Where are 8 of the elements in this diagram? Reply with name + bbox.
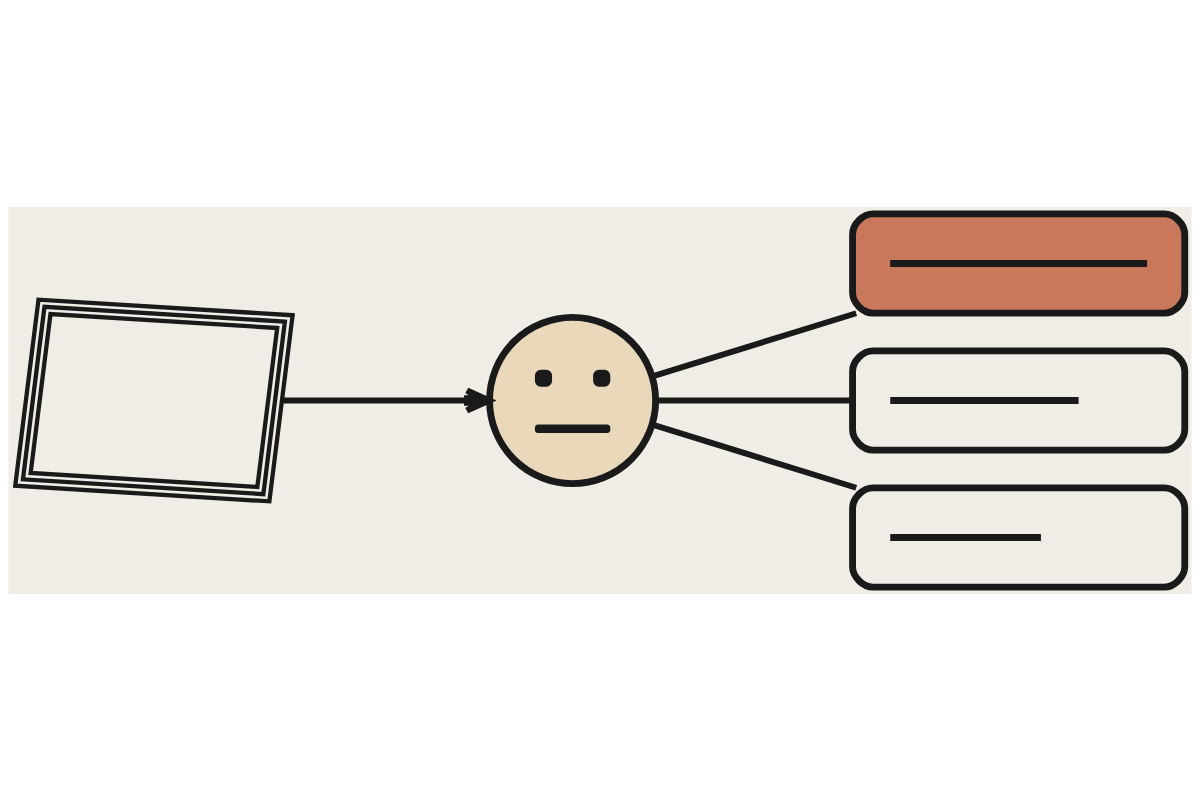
node-box <box>849 346 1189 454</box>
node-circle <box>486 313 660 487</box>
connector <box>651 421 858 491</box>
node-picture <box>12 296 295 504</box>
node-box <box>849 483 1189 591</box>
node-box <box>849 209 1189 317</box>
connector <box>651 309 858 379</box>
connector <box>656 397 853 403</box>
